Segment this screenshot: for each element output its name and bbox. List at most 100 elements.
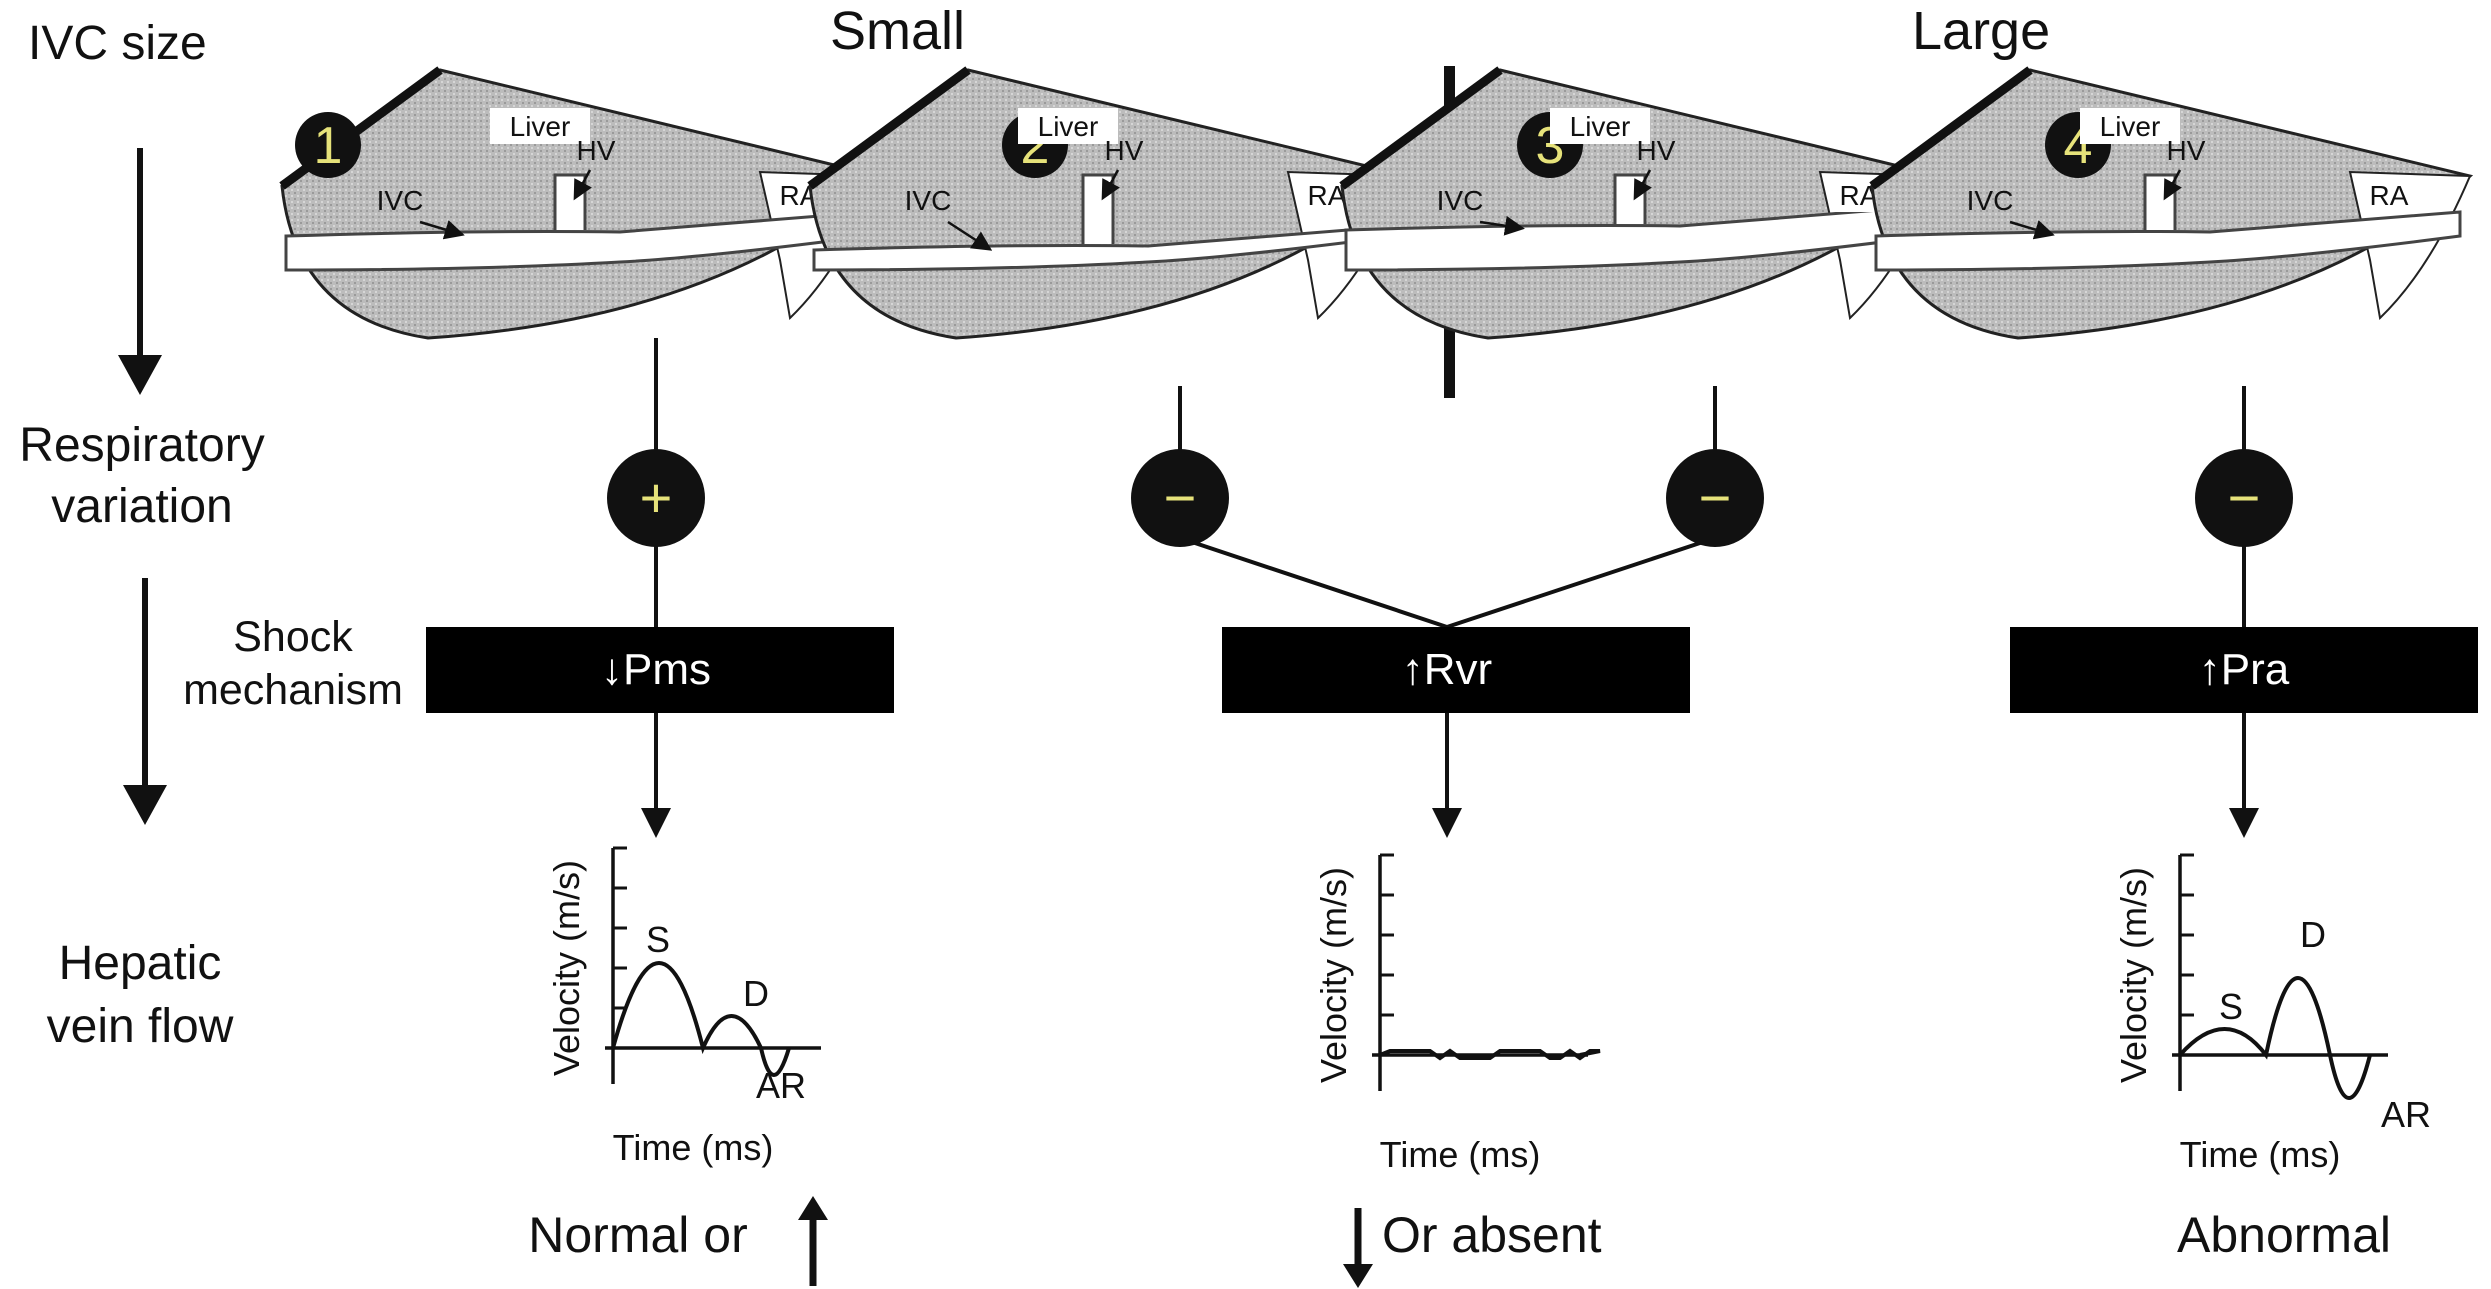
respiratory-circle-3 xyxy=(1666,449,1764,547)
flow-plot-ylabel: Velocity (m/s) xyxy=(1313,867,1354,1083)
flow-plot-xlabel: Time (ms) xyxy=(1380,1134,1541,1175)
mechanism-label-2: ↑Rvr xyxy=(1402,645,1492,694)
row-label-shock-line1: Shock xyxy=(233,613,353,661)
hv-label: HV xyxy=(1105,135,1144,166)
flow-plot-label-d: D xyxy=(743,973,769,1014)
flow-plot-label-s: S xyxy=(646,919,670,960)
size-label-large: Large xyxy=(1912,0,2050,64)
flow-plot-label-d: D xyxy=(2300,914,2326,955)
flow-plot-1: Velocity (m/s) Time (ms) S D AR xyxy=(546,846,821,1168)
flow-plot-waveform xyxy=(2178,976,2372,1100)
mechanism-boxes: ↓Pms ↑Rvr ↑Pra xyxy=(426,627,2478,838)
sector-edge xyxy=(1869,66,2033,190)
flow-plot-waveform xyxy=(611,961,791,1077)
sector-edge xyxy=(807,66,971,190)
hv-pointer xyxy=(2163,169,2182,201)
mechanism-arrowhead-1 xyxy=(641,808,671,838)
row-label-ivc-size: IVC size xyxy=(28,16,207,73)
row-label-shock-line2: mechanism xyxy=(183,665,403,714)
hepatic-vein xyxy=(1613,173,1647,224)
flow-plot-xlabel: Time (ms) xyxy=(2180,1134,2341,1175)
connector-circle3-to-box xyxy=(1446,536,1716,629)
hv-pointer xyxy=(1101,169,1120,201)
respiratory-sign-2: − xyxy=(1164,466,1197,529)
flow-plot-ylabel: Velocity (m/s) xyxy=(2113,867,2154,1083)
ivc-label: IVC xyxy=(1967,185,2014,216)
hv-label: HV xyxy=(577,135,616,166)
row-label-ivc-size-text: IVC size xyxy=(28,17,207,70)
mechanism-box-3 xyxy=(2010,627,2478,713)
outcome-1-text: Normal or xyxy=(528,1207,747,1263)
hepatic-vein xyxy=(553,173,587,230)
row-label-shock-mechanism: Shock mechanism xyxy=(158,612,428,715)
row-label-hepatic-line2: vein flow xyxy=(46,999,234,1053)
hv-pointer xyxy=(1633,169,1652,201)
row-label-hepatic-vein-flow: Hepatic vein flow xyxy=(20,936,260,1055)
row-label-hepatic-line1: Hepatic xyxy=(58,937,222,990)
mechanism-box-2 xyxy=(1222,627,1690,713)
respiratory-sign-3: − xyxy=(1699,466,1732,529)
ivc-pointer xyxy=(2009,220,2055,240)
row-label-respiratory-line1: Respiratory xyxy=(19,419,265,472)
connector-circle2-to-box xyxy=(1179,536,1448,629)
ivc-label: IVC xyxy=(905,185,952,216)
ivc-pointer xyxy=(419,220,465,240)
flow-plot-ylabel: Velocity (m/s) xyxy=(546,860,587,1076)
size-label-small: Small xyxy=(830,0,965,64)
liver-label: Liver xyxy=(1570,111,1631,142)
hv-label: HV xyxy=(1637,135,1676,166)
flow-plot-2: Velocity (m/s) Time (ms) xyxy=(1313,853,1601,1175)
connector-lines xyxy=(654,338,2246,629)
mechanism-box-1 xyxy=(426,627,894,713)
liver-label-bg xyxy=(1550,108,1650,144)
size-label-large-text: Large xyxy=(1912,1,2051,61)
flow-plot-3: Velocity (m/s) Time (ms) S D AR xyxy=(2113,853,2431,1175)
liver-label: Liver xyxy=(510,111,571,142)
mechanism-label-1: ↓Pms xyxy=(601,645,711,694)
mechanism-arrowhead-3 xyxy=(2229,808,2259,838)
panel-number-badge xyxy=(295,112,361,178)
hv-label: HV xyxy=(2167,135,2206,166)
row-label-respiratory-line2: variation xyxy=(51,479,233,533)
ivc-pointer xyxy=(1479,215,1525,236)
liver-label-bg xyxy=(490,108,590,144)
ra-label: RA xyxy=(2370,180,2409,211)
ivc-label: IVC xyxy=(1437,185,1484,216)
ivc-vessel xyxy=(1874,210,2462,272)
flow-plot-xlabel: Time (ms) xyxy=(613,1127,774,1168)
liver-label-bg xyxy=(2080,108,2180,144)
mechanism-arrowhead-2 xyxy=(1432,808,1462,838)
respiratory-circle-2 xyxy=(1131,449,1229,547)
respiratory-sign-4: − xyxy=(2228,466,2261,529)
ivc-pointer xyxy=(947,220,993,251)
mechanism-label-3: ↑Pra xyxy=(2199,645,2290,694)
liver-label-bg xyxy=(1018,108,1118,144)
liver-label: Liver xyxy=(1038,111,1099,142)
panel-number-1: 1 xyxy=(314,117,343,175)
row-label-respiratory-variation: Respiratory variation xyxy=(0,418,284,535)
respiratory-circle-4 xyxy=(2195,449,2293,547)
ra-label: RA xyxy=(1308,180,1347,211)
size-label-small-text: Small xyxy=(830,1,966,61)
left-arrow-top xyxy=(118,148,162,395)
flow-plot-label-ar: AR xyxy=(2381,1094,2431,1135)
outcome-2-text: Or absent xyxy=(1382,1207,1602,1263)
flow-plot-label-ar: AR xyxy=(756,1065,806,1106)
outcome-1-up-arrowhead xyxy=(798,1196,828,1220)
flow-plot-waveform xyxy=(1379,1048,1601,1061)
outcome-2-down-arrowhead xyxy=(1343,1264,1373,1288)
flow-plot-label-s: S xyxy=(2219,986,2243,1027)
respiratory-sign-1: + xyxy=(640,466,673,529)
hv-pointer xyxy=(573,169,592,201)
hepatic-vein xyxy=(2143,173,2177,230)
ivc-label: IVC xyxy=(377,185,424,216)
outcome-3-text: Abnormal xyxy=(2177,1207,2391,1263)
liver-label: Liver xyxy=(2100,111,2161,142)
